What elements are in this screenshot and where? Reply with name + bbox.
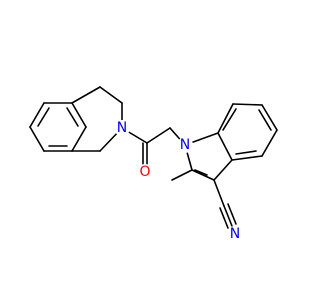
atom-label-n-indole: N xyxy=(177,137,193,153)
isoquinoline-saturated-ring xyxy=(71,86,123,152)
acetyl-linker xyxy=(121,127,186,166)
indole-benzene-ring xyxy=(217,103,278,161)
atom-label-n-isoquinoline: N xyxy=(114,120,130,136)
atom-label-o-carbonyl: O xyxy=(137,164,153,180)
n-isoquinoline-symbol: N xyxy=(117,120,127,136)
indole-pyrrole-ring xyxy=(171,132,233,181)
n-indole-symbol: N xyxy=(180,137,190,153)
chemical-structure: N O N N xyxy=(29,86,278,242)
n-nitrile-symbol: N xyxy=(230,226,240,242)
isoquinoline-benzene-ring xyxy=(29,102,87,152)
atom-label-n-nitrile: N xyxy=(227,226,243,242)
nitrile-group xyxy=(213,179,237,229)
o-carbonyl-symbol: O xyxy=(139,164,150,180)
